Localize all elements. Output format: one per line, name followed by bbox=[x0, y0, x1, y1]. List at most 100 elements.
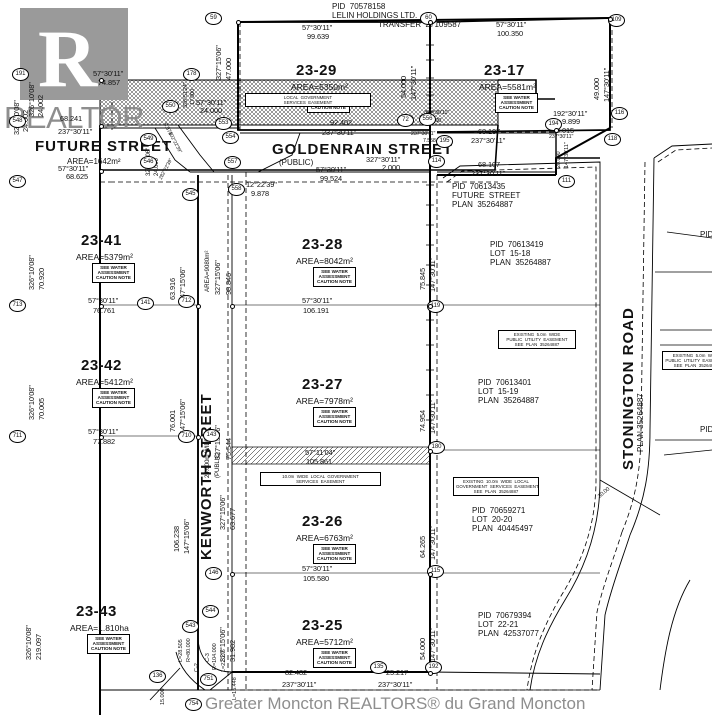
dim-fs-bear-282: 282°22'39" bbox=[158, 157, 175, 181]
owner-transfer: TRANSFER 27109587 bbox=[378, 20, 462, 29]
parcel-ref-4-lot: LOT 22-21 bbox=[478, 620, 519, 629]
dim-lc-219097: 219.097 bbox=[34, 633, 43, 660]
vertex-dot bbox=[230, 304, 235, 309]
node-713[interactable]: 713 bbox=[9, 299, 26, 312]
realtor-logo-letter: R bbox=[38, 13, 98, 104]
dim-rc-18015: 18.015 bbox=[552, 126, 575, 135]
street-label-stonington-road: STONINGTON ROAD bbox=[620, 307, 637, 470]
node-712[interactable]: 712 bbox=[178, 295, 195, 308]
parcel-ref-right-mid: PID 70613401 bbox=[700, 425, 712, 434]
parcel-ref-4-plan: PLAN 42537077 bbox=[478, 629, 539, 638]
dim-mc-75544: 75.544 bbox=[224, 437, 233, 460]
easement-note-utility-right: EXISTING 5.0m WIDE PUBLIC UTILITY EASEME… bbox=[662, 351, 712, 370]
dim-mc-98846: 98.846 bbox=[224, 272, 233, 295]
street-sub-goldenrain-street: (PUBLIC) bbox=[279, 158, 314, 167]
vertex-dot bbox=[99, 78, 104, 83]
node-135[interactable]: 135 bbox=[370, 661, 387, 674]
node-548[interactable]: 548 bbox=[9, 115, 26, 128]
dim-top-bearing-1: 57°30'11" bbox=[302, 23, 333, 32]
vertex-dot bbox=[99, 435, 104, 440]
node-178[interactable]: 178 bbox=[183, 68, 200, 81]
dim-split-bear-4: 237°30'11" bbox=[282, 680, 317, 689]
node-554[interactable]: 554 bbox=[222, 131, 239, 144]
easement-note-10m-services: 10.0m WIDE LOCAL GOVERNMENT SERVICES EAS… bbox=[260, 472, 381, 486]
node-194[interactable]: 194 bbox=[545, 118, 562, 131]
dim-rc-20000: 20.000 bbox=[556, 151, 562, 168]
dim-gr-68107b: 68.107 bbox=[478, 160, 501, 169]
dim-rc-bear-147a: 147°30'11" bbox=[409, 65, 418, 100]
node-553[interactable]: 553 bbox=[215, 117, 232, 130]
node-59[interactable]: 59 bbox=[205, 12, 222, 25]
dim-split-76761: 76.761 bbox=[93, 306, 116, 315]
dim-split-77882: 77.882 bbox=[93, 437, 116, 446]
node-546[interactable]: 546 bbox=[140, 156, 157, 169]
dim-split-105580: 105.580 bbox=[303, 574, 330, 583]
dim-fs-24000: 24.000 bbox=[200, 106, 223, 115]
node-751[interactable]: 751 bbox=[200, 673, 217, 686]
dim-lc-70920: 70.920 bbox=[37, 267, 46, 290]
node-557[interactable]: 557 bbox=[224, 156, 241, 169]
node-544[interactable]: 544 bbox=[202, 605, 219, 618]
dim-gr-bear-237: 237°30'11" bbox=[322, 128, 357, 137]
node-195[interactable]: 195 bbox=[436, 135, 453, 148]
vertex-dot bbox=[196, 435, 201, 440]
node-191[interactable]: 191 bbox=[12, 68, 29, 81]
dim-mc-63677: 63.677 bbox=[228, 507, 237, 530]
dim-fs-bear-326-b: 326°10'08" bbox=[27, 82, 36, 117]
node-118[interactable]: 118 bbox=[604, 133, 621, 146]
dim-rc-75845: 75.845 bbox=[418, 267, 427, 290]
parcel-ref-0-pid: PID 70613435 bbox=[452, 182, 506, 191]
node-114[interactable]: 114 bbox=[428, 155, 445, 168]
dim-mc-bear-327c: 327°15'06" bbox=[218, 495, 227, 530]
curve-15000-length: 15.000 bbox=[160, 688, 166, 705]
lot-label-23-42: 23-42 bbox=[81, 357, 122, 374]
dim-rc-bear-147d: 147°30'11" bbox=[428, 257, 437, 292]
dim-split-105861: 105.861 bbox=[306, 457, 333, 466]
dim-top-distance-3: 74.857 bbox=[98, 78, 121, 87]
dim-lc-70005: 70.005 bbox=[37, 397, 46, 420]
dim-rc-49000: 49.000 bbox=[592, 77, 601, 100]
vertex-dot bbox=[428, 304, 433, 309]
dim-gr-68107a: 68.107 bbox=[478, 127, 501, 136]
vertex-dot bbox=[428, 20, 433, 25]
node-754[interactable]: 754 bbox=[185, 698, 202, 711]
footer-watermark: Greater Moncton REALTORS® du Grand Monct… bbox=[205, 694, 586, 713]
node-556[interactable]: 556 bbox=[419, 113, 436, 126]
dim-mc-63916: 63.916 bbox=[168, 277, 177, 300]
node-543[interactable]: 543 bbox=[182, 620, 199, 633]
vertex-dot bbox=[99, 304, 104, 309]
dim-gr-bear-327b: 327°30'11" bbox=[366, 155, 401, 164]
node-72[interactable]: 72 bbox=[397, 114, 414, 127]
easement-note-utility-left: EXISTING 5.0m WIDE PUBLIC UTILITY EASEME… bbox=[498, 330, 576, 349]
dim-split-bear-3: 57°30'11" bbox=[302, 564, 333, 573]
node-550[interactable]: 550 bbox=[162, 100, 179, 113]
lot-area-23-28: AREA=8042m² bbox=[296, 256, 353, 266]
node-545[interactable]: 545 bbox=[182, 188, 199, 201]
node-192[interactable]: 192 bbox=[425, 661, 442, 674]
parcel-ref-0-lot: FUTURE STREET bbox=[452, 191, 521, 200]
node-119[interactable]: 119 bbox=[427, 300, 444, 313]
node-116[interactable]: 116 bbox=[611, 107, 628, 120]
dim-rc-bear-147e: 147°30'11" bbox=[428, 399, 437, 434]
parcel-ref-1-lot: LOT 15-18 bbox=[490, 249, 531, 258]
node-141[interactable]: 141 bbox=[137, 297, 154, 310]
node-136[interactable]: 136 bbox=[149, 670, 166, 683]
node-11[interactable]: 111 bbox=[558, 175, 575, 188]
node-558[interactable]: 558 bbox=[228, 183, 245, 196]
parcel-ref-2-plan: PLAN 35264887 bbox=[478, 396, 539, 405]
dim-rc-bear-147f: 147°30'11" bbox=[428, 525, 437, 560]
node-547[interactable]: 547 bbox=[9, 175, 26, 188]
node-711[interactable]: 711 bbox=[9, 430, 26, 443]
dim-gr-bear-12: 12°22'39" bbox=[246, 180, 277, 189]
dim-top-distance-1: 99.639 bbox=[307, 32, 330, 41]
dim-mc-public: (PUBLIC) bbox=[214, 452, 221, 478]
node-146[interactable]: 146 bbox=[205, 567, 222, 580]
lot-label-23-43: 23-43 bbox=[76, 603, 117, 620]
node-143[interactable]: 143 bbox=[203, 429, 220, 442]
node-710[interactable]: 710 bbox=[178, 430, 195, 443]
node-549[interactable]: 549 bbox=[140, 133, 157, 146]
curve-3000-label: 30.00 bbox=[597, 486, 612, 500]
dim-mc-31982: 31.982 bbox=[228, 639, 237, 662]
dim-rc-bear-192: 192°30'11" bbox=[553, 109, 588, 118]
